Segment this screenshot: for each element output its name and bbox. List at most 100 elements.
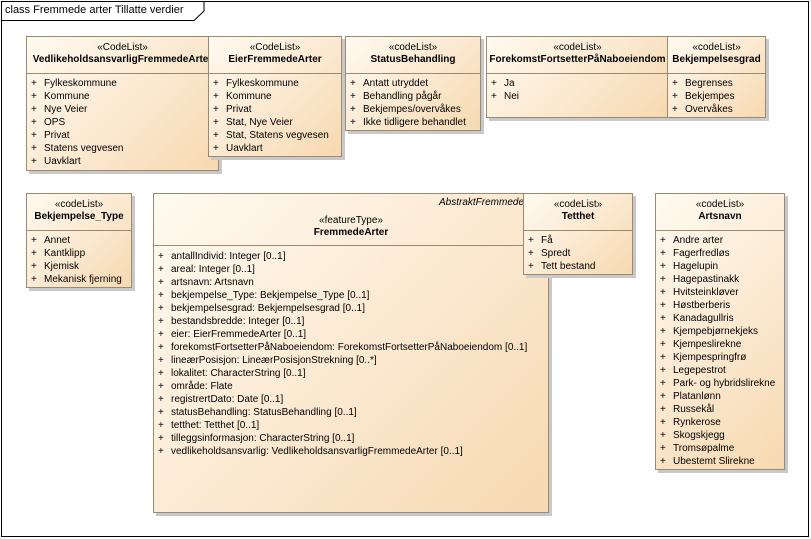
literal-row[interactable]: +Skogskjegg bbox=[656, 429, 784, 442]
literal-label: Bekjempes bbox=[685, 91, 735, 102]
literal-row[interactable]: +Kommune bbox=[209, 90, 341, 103]
literal-row[interactable]: +Kanadagullris bbox=[656, 312, 784, 325]
literal-row[interactable]: +Kjempebjørnekjeks bbox=[656, 325, 784, 338]
literal-row[interactable]: +Kjempeslirekne bbox=[656, 338, 784, 351]
literal-label: Spredt bbox=[541, 248, 571, 259]
literal-row[interactable]: +Bekjempes/overvåkes bbox=[346, 103, 480, 116]
literal-label: Få bbox=[541, 235, 553, 246]
attribute-row[interactable]: +lokalitet: CharacterString [0..1] bbox=[154, 367, 548, 380]
literal-row[interactable]: +Spredt bbox=[524, 247, 632, 260]
literal-row[interactable]: +Tromsøpalme bbox=[656, 442, 784, 455]
literal-label: Hagepastinakk bbox=[673, 274, 740, 285]
public-visibility-icon: + bbox=[31, 143, 37, 154]
literal-row[interactable]: +Park- og hybridslirekne bbox=[656, 377, 784, 390]
codelist-eier[interactable]: «CodeList» EierFremmedeArter +Fylkeskomm… bbox=[208, 36, 342, 157]
attribute-row[interactable]: +forekomstFortsetterPåNaboeiendom: Forek… bbox=[154, 341, 548, 354]
literal-row[interactable]: +Uavklart bbox=[209, 142, 341, 155]
literal-row[interactable]: +Platanlønn bbox=[656, 390, 784, 403]
public-visibility-icon: + bbox=[158, 290, 164, 301]
literal-row[interactable]: +Privat bbox=[209, 103, 341, 116]
public-visibility-icon: + bbox=[528, 235, 534, 246]
literal-row[interactable]: +Hagepastinakk bbox=[656, 273, 784, 286]
public-visibility-icon: + bbox=[350, 91, 356, 102]
featuretype-fremmedearter[interactable]: AbstraktFremmede «featureType» FremmedeA… bbox=[153, 193, 549, 513]
public-visibility-icon: + bbox=[660, 248, 666, 259]
literal-row[interactable]: + Få bbox=[524, 234, 632, 247]
attribute-row[interactable]: +bestandsbredde: Integer [0..1] bbox=[154, 315, 548, 328]
literal-row[interactable]: +Overvåkes bbox=[668, 103, 765, 116]
attribute-row[interactable]: +bekjempelsesgrad: Bekjempelsesgrad [0..… bbox=[154, 302, 548, 315]
literal-row[interactable]: +Stat, Statens vegvesen bbox=[209, 129, 341, 142]
public-visibility-icon: + bbox=[350, 104, 356, 115]
literal-row[interactable]: +Høstberberis bbox=[656, 299, 784, 312]
literal-label: OPS bbox=[44, 117, 66, 128]
literal-row[interactable]: +Kommune bbox=[27, 90, 218, 103]
attribute-row[interactable]: +tetthet: Tetthet [0..1] bbox=[154, 419, 548, 432]
literal-row[interactable]: +Annet bbox=[27, 234, 131, 247]
stereotype-label: «codeList» bbox=[553, 199, 603, 210]
public-visibility-icon: + bbox=[31, 274, 37, 285]
literal-row[interactable]: +Legepestrot bbox=[656, 364, 784, 377]
public-visibility-icon: + bbox=[660, 352, 666, 363]
literal-row[interactable]: +Fylkeskommune bbox=[27, 77, 218, 90]
literal-row[interactable]: +Behandling pågår bbox=[346, 90, 480, 103]
attribute-row[interactable]: +bekjempelse_Type: Bekjempelse_Type [0..… bbox=[154, 289, 548, 302]
literal-row[interactable]: +Andre arter bbox=[656, 234, 784, 247]
literal-list: +Begrenses+Bekjempes+Overvåkes bbox=[668, 77, 765, 116]
literal-row[interactable]: +Uavklart bbox=[27, 155, 218, 168]
literal-row[interactable]: +Rynkerose bbox=[656, 416, 784, 429]
literal-row[interactable]: + Kjempespringfrø bbox=[656, 351, 784, 364]
literal-row[interactable]: +Privat bbox=[27, 129, 218, 142]
public-visibility-icon: + bbox=[158, 355, 164, 366]
public-visibility-icon: + bbox=[158, 446, 164, 457]
literal-row[interactable]: +Fylkeskommune bbox=[209, 77, 341, 90]
literal-row[interactable]: +Ubestemt Slirekne bbox=[656, 455, 784, 468]
codelist-artsnavn[interactable]: «codeList» Artsnavn +Andre arter+Fagerfr… bbox=[655, 193, 785, 470]
literal-row[interactable]: +Tett bestand bbox=[524, 260, 632, 273]
literal-row[interactable]: +Hagelupin bbox=[656, 260, 784, 273]
stereotype-label: «codeList» bbox=[388, 42, 438, 53]
attribute-label: registrertDato: Date [0..1] bbox=[171, 394, 284, 405]
codelist-statusbehandling[interactable]: «codeList» StatusBehandling +Antatt utry… bbox=[345, 36, 481, 131]
literal-row[interactable]: +Ikke tidligere behandlet bbox=[346, 116, 480, 129]
attribute-row[interactable]: +statusBehandling: StatusBehandling [0..… bbox=[154, 406, 548, 419]
attribute-row[interactable]: +areal: Integer [0..1] bbox=[154, 263, 548, 276]
codelist-forekomst[interactable]: «codeList» ForekomstFortsetterPåNaboeien… bbox=[486, 36, 669, 118]
codelist-vedlikeholdsansvarlig[interactable]: «CodeList» VedlikeholdsansvarligFremmede… bbox=[26, 36, 219, 171]
codelist-tetthet[interactable]: «codeList» Tetthet +Få+Spredt+Tett besta… bbox=[523, 193, 633, 275]
literal-row[interactable]: +Fagerfredløs bbox=[656, 247, 784, 260]
literal-row[interactable]: +Russekål bbox=[656, 403, 784, 416]
codelist-bekjempelsesgrad[interactable]: «codeList» Bekjempelsesgrad +Begrenses+B… bbox=[667, 36, 766, 118]
attribute-row[interactable]: +antallIndivid: Integer [0..1] bbox=[154, 250, 548, 263]
literal-row[interactable]: +OPS bbox=[27, 116, 218, 129]
attribute-row[interactable]: +registrertDato: Date [0..1] bbox=[154, 393, 548, 406]
literal-row[interactable]: +Statens vegvesen bbox=[27, 142, 218, 155]
public-visibility-icon: + bbox=[158, 381, 164, 392]
literal-row[interactable]: +Begrenses bbox=[668, 77, 765, 90]
class-name: VedlikeholdsansvarligFremmedeArter bbox=[32, 54, 213, 65]
literal-row[interactable]: +Bekjempes bbox=[668, 90, 765, 103]
literal-row[interactable]: +Antatt utryddet bbox=[346, 77, 480, 90]
attribute-label: vedlikeholdsansvarlig: Vedlikeholdsansva… bbox=[171, 446, 463, 457]
attribute-row[interactable]: +eier: EierFremmedeArter [0..1] bbox=[154, 328, 548, 341]
attribute-row[interactable]: +artsnavn: Artsnavn bbox=[154, 276, 548, 289]
literal-label: Kjempespringfrø bbox=[673, 352, 747, 363]
literal-label: Skogskjegg bbox=[673, 430, 725, 441]
literal-row[interactable]: +Kantklipp bbox=[27, 247, 131, 260]
attribute-row[interactable]: + vedlikeholdsansvarlig: Vedlikeholdsansv… bbox=[154, 445, 548, 458]
literal-list: +Ja+Nei bbox=[487, 77, 668, 103]
class-name: EierFremmedeArter bbox=[228, 54, 322, 65]
literal-row[interactable]: +Kjemisk bbox=[27, 260, 131, 273]
literal-label: Park- og hybridslirekne bbox=[673, 378, 776, 389]
literal-row[interactable]: +Mekanisk fjerning bbox=[27, 273, 131, 286]
attribute-row[interactable]: +lineærPosisjon: LineærPosisjonStrekning… bbox=[154, 354, 548, 367]
literal-row[interactable]: +Hvitsteinkløver bbox=[656, 286, 784, 299]
literal-row[interactable]: +Ja bbox=[487, 77, 668, 90]
codelist-bekjempelse-type[interactable]: «codeList» Bekjempelse_Type +Annet+Kantk… bbox=[26, 193, 132, 288]
attribute-row[interactable]: +område: Flate bbox=[154, 380, 548, 393]
literal-label: Rynkerose bbox=[673, 417, 721, 428]
literal-row[interactable]: +Nei bbox=[487, 90, 668, 103]
literal-row[interactable]: +Nye Veier bbox=[27, 103, 218, 116]
attribute-row[interactable]: +tilleggsinformasjon: CharacterString [0… bbox=[154, 432, 548, 445]
literal-row[interactable]: +Stat, Nye Veier bbox=[209, 116, 341, 129]
